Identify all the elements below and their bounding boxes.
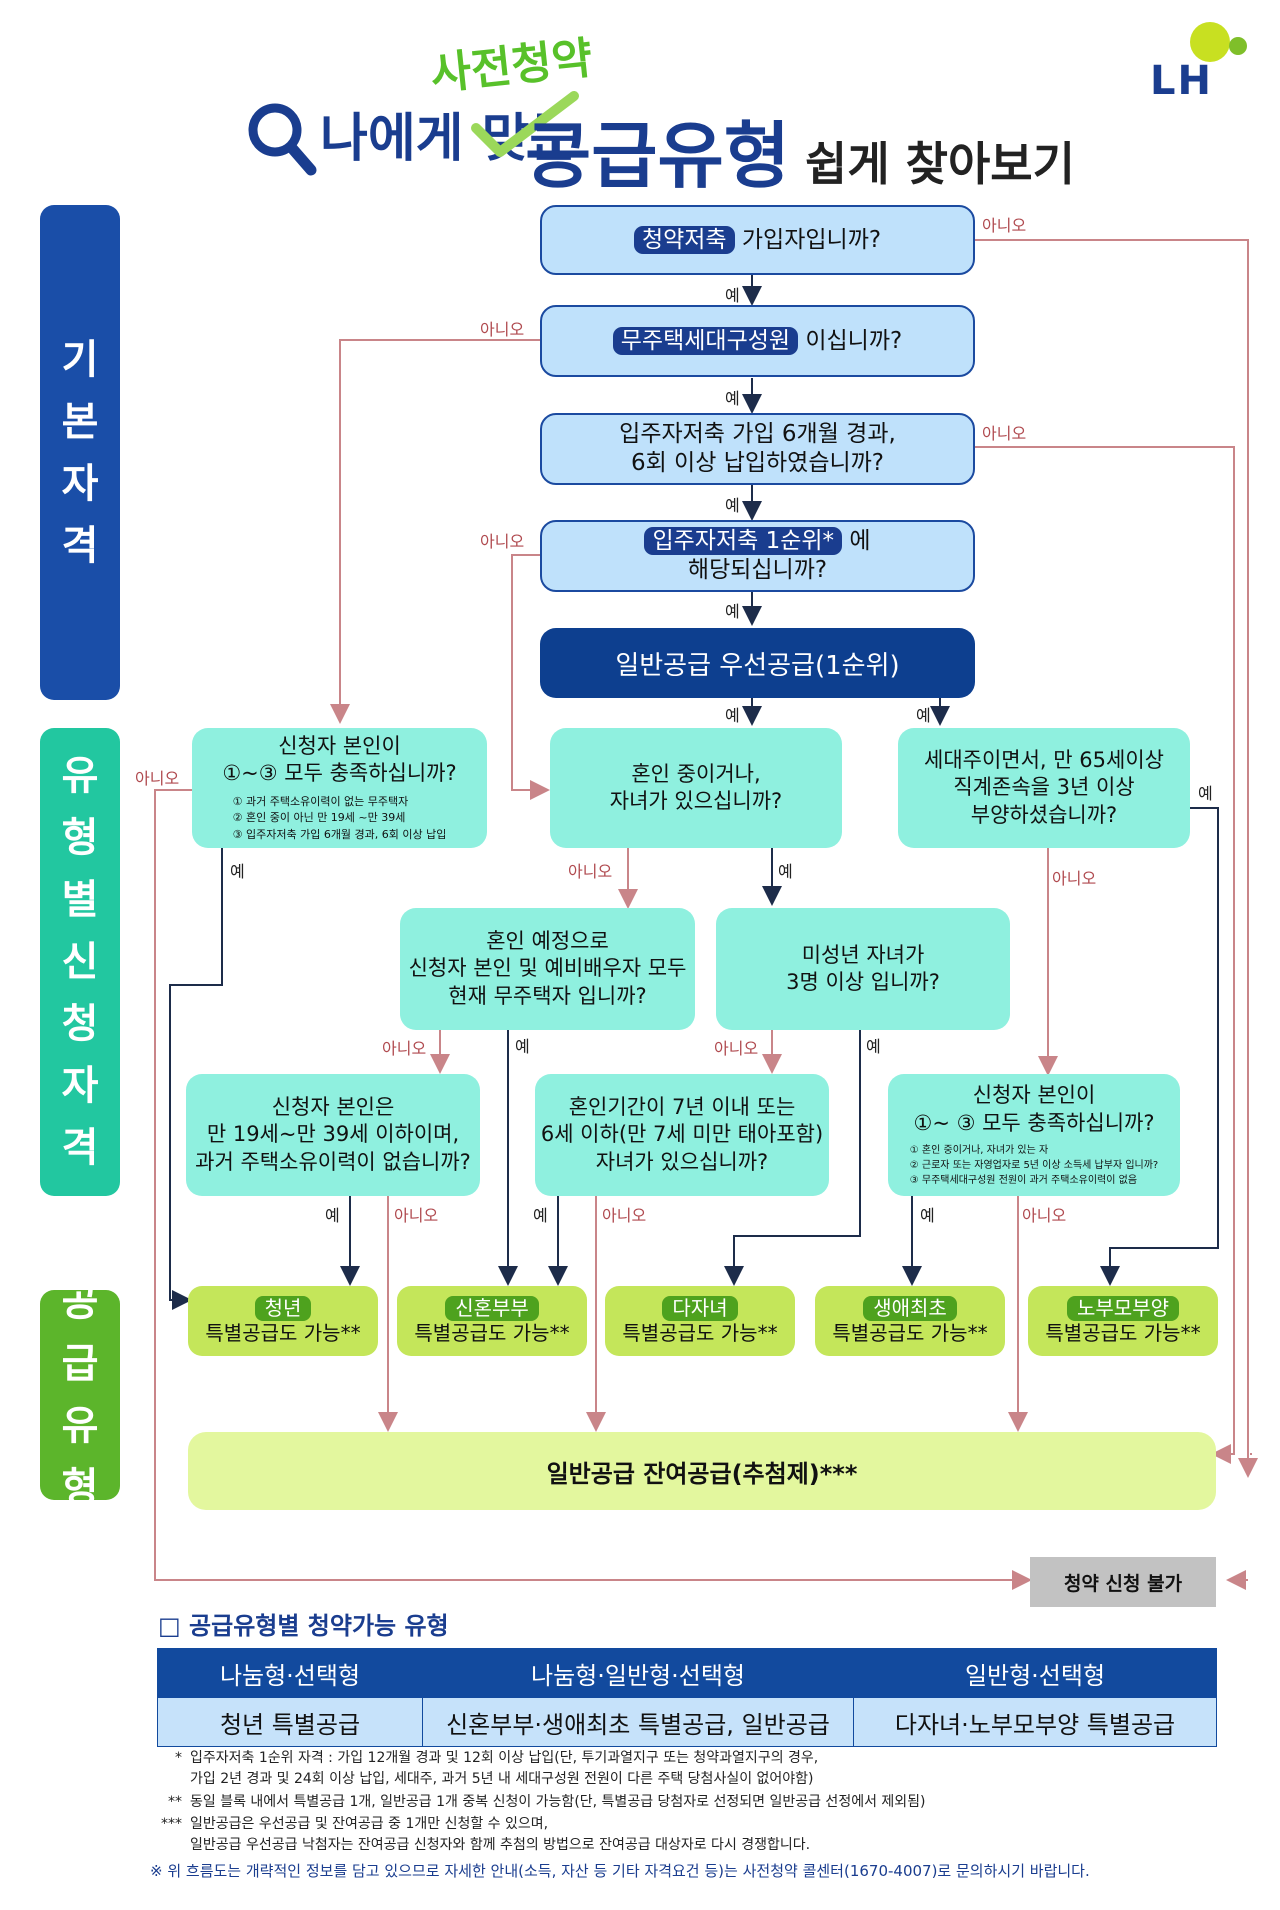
label-yes: 예 [866, 1037, 881, 1056]
label-no: 아니오 [714, 1039, 759, 1058]
table-cell: 청년 특별공급 [157, 1697, 423, 1747]
title-suffix: 쉽게 찾아보기 [805, 137, 1075, 191]
check-icon [471, 91, 579, 157]
q-elder-support: 세대주이면서, 만 65세이상 직계존속을 3년 이상 부양하셨습니까? [898, 728, 1190, 848]
q-married-or-child: 혼인 중이거나, 자녀가 있으십니까? [550, 728, 842, 848]
label-no: 아니오 [568, 862, 613, 881]
q-homeless-household: 무주택세대구성원 이십니까? [540, 305, 975, 377]
label-no: 아니오 [135, 769, 180, 788]
q-savings-member: 청약저축 가입자입니까? [540, 205, 975, 275]
q-six-months: 입주자저축 가입 6개월 경과,6회 이상 납입하였습니까? [540, 413, 975, 485]
label-yes: 예 [725, 286, 740, 305]
table-header: 나눔형·일반형·선택형 [422, 1648, 854, 1698]
label-yes: 예 [533, 1206, 548, 1225]
footnote-3: ***일반공급은 우선공급 및 잔여공급 중 1개만 신청할 수 있으며, 일반… [161, 1816, 811, 1853]
q-three-children: 미성년 자녀가 3명 이상 입니까? [716, 908, 1010, 1030]
band-basic: 기본자격 [40, 205, 120, 700]
q-self-conditions: 신청자 본인이 ①~③ 모두 충족하십니까? ① 과거 주택소유이력이 없는 무… [192, 728, 487, 848]
q-engaged-homeless: 혼인 예정으로 신청자 본인 및 예비배우자 모두 현재 무주택자 입니까? [400, 908, 695, 1030]
footnote-2: **동일 블록 내에서 특별공급 1개, 일반공급 1개 중복 신청이 가능함(… [168, 1794, 926, 1810]
label-no: 아니오 [1022, 1206, 1067, 1225]
lh-logo-mark [1190, 22, 1247, 62]
label-yes: 예 [920, 1206, 935, 1225]
label-no: 아니오 [982, 216, 1027, 235]
q-first-rank: 입주자저축 1순위* 에 해당되십니까? [540, 520, 975, 592]
callcenter-notice: ※ 위 흐름도는 개략적인 정보를 담고 있으므로 자세한 안내(소득, 자산 … [150, 1862, 1090, 1880]
remaining-supply: 일반공급 잔여공급(추첨제)*** [188, 1432, 1216, 1510]
q-newlywed-conditions: 혼인기간이 7년 이내 또는 6세 이하(만 7세 미만 태아포함) 자녀가 있… [535, 1074, 829, 1196]
table-header: 나눔형·선택형 [157, 1648, 423, 1698]
label-yes: 예 [725, 706, 740, 725]
table-header: 일반형·선택형 [853, 1648, 1217, 1698]
label-yes: 예 [725, 602, 740, 621]
band-type: 유형별신청자격 [40, 728, 120, 1196]
label-no: 아니오 [480, 532, 525, 551]
section-title: □ 공급유형별 청약가능 유형 [158, 1612, 449, 1640]
supply-type-table: 나눔형·선택형 나눔형·일반형·선택형 일반형·선택형 청년 특별공급 신혼부부… [157, 1648, 1217, 1747]
q-youth-conditions: 신청자 본인은 만 19세~만 39세 이하이며, 과거 주택소유이력이 없습니… [186, 1074, 480, 1196]
ineligible-box: 청약 신청 불가 [1030, 1557, 1216, 1607]
label-no: 아니오 [602, 1206, 647, 1225]
label-no: 아니오 [382, 1039, 427, 1058]
title-prefix: 나에게 맞는 [320, 109, 578, 169]
label-no: 아니오 [1052, 869, 1097, 888]
label-yes: 예 [515, 1037, 530, 1056]
priority-supply: 일반공급 우선공급(1순위) [540, 628, 975, 698]
label-yes: 예 [230, 862, 245, 881]
label-no: 아니오 [982, 424, 1027, 443]
label-yes: 예 [325, 1206, 340, 1225]
label-yes: 예 [725, 496, 740, 515]
lh-logo: LH [1150, 58, 1213, 104]
page-title: 공급유형 [525, 114, 790, 198]
label-yes: 예 [778, 862, 793, 881]
label-no: 아니오 [394, 1206, 439, 1225]
band-supply: 공급유형 [40, 1279, 120, 1511]
label-no: 아니오 [480, 320, 525, 339]
label-yes: 예 [916, 706, 931, 725]
table-cell: 신혼부부·생애최초 특별공급, 일반공급 [422, 1697, 854, 1747]
search-icon [248, 103, 317, 176]
label-yes: 예 [725, 389, 740, 408]
footnote-1: *입주자저축 1순위 자격 : 가입 12개월 경과 및 12회 이상 납입(단… [175, 1750, 819, 1787]
label-yes: 예 [1198, 784, 1213, 803]
q-first-home-conditions: 신청자 본인이 ①~ ③ 모두 충족하십니까? ① 혼인 중이거나, 자녀가 있… [888, 1074, 1180, 1196]
table-cell: 다자녀·노부모부양 특별공급 [853, 1697, 1217, 1747]
